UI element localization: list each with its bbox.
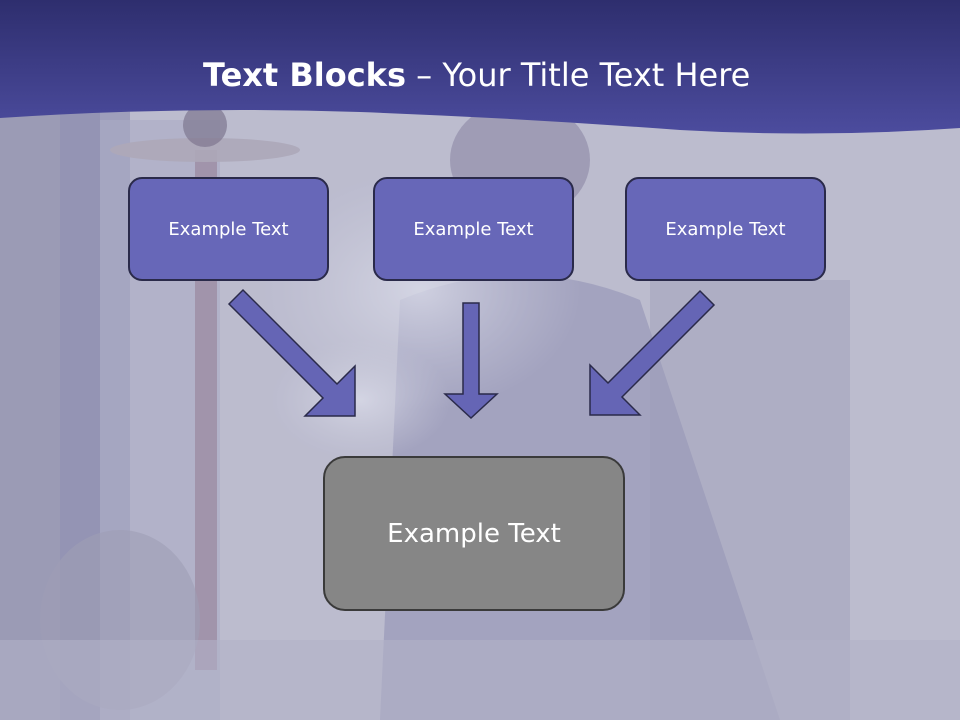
text-block-3[interactable]: Example Text	[625, 177, 826, 281]
result-block[interactable]: Example Text	[323, 456, 625, 611]
text-block-3-label: Example Text	[665, 218, 786, 240]
result-block-label: Example Text	[387, 518, 561, 549]
text-block-1[interactable]: Example Text	[128, 177, 329, 281]
text-block-1-label: Example Text	[168, 218, 289, 240]
title-bold: Text Blocks	[203, 56, 406, 94]
text-block-2-label: Example Text	[413, 218, 534, 240]
title-rest: – Your Title Text Here	[406, 56, 751, 94]
slide-title: Text Blocks – Your Title Text Here	[0, 52, 960, 102]
text-block-2[interactable]: Example Text	[373, 177, 574, 281]
